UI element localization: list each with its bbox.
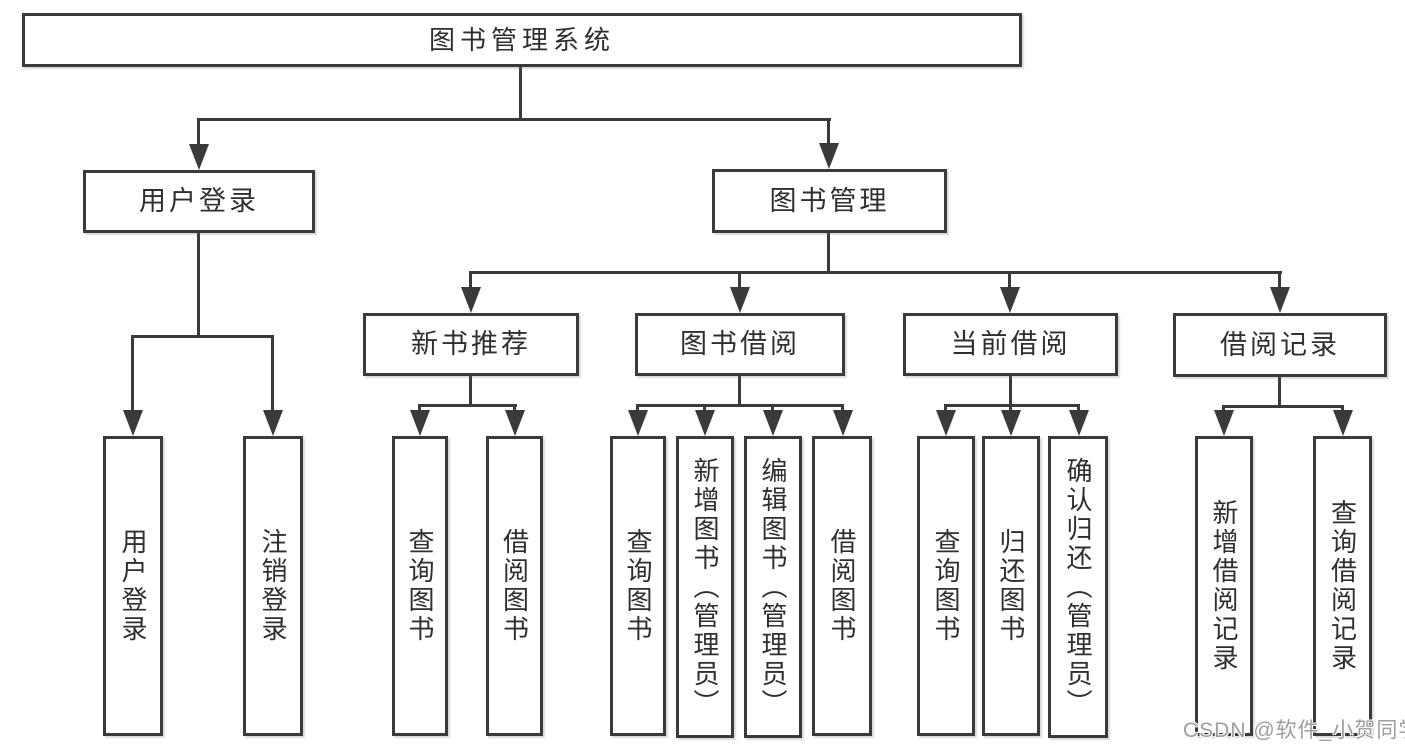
leaf-logout: 注销登录 xyxy=(243,436,303,736)
connector-line xyxy=(827,118,830,145)
leaf-label: 新增图书（管理员） xyxy=(690,456,720,718)
node-label: 图书管理系统 xyxy=(428,25,615,55)
connector-line xyxy=(841,404,844,414)
arrowhead-down-icon xyxy=(1214,410,1234,436)
leaf-borrow-books: 借阅图书 xyxy=(812,436,872,736)
leaf-label: 用户登录 xyxy=(118,528,148,644)
arrowhead-down-icon xyxy=(1069,410,1089,436)
node-label: 用户登录 xyxy=(139,186,259,216)
node-new-book-recommend: 新书推荐 xyxy=(363,313,579,376)
connector-line xyxy=(636,404,844,407)
connector-line xyxy=(271,335,274,412)
connector-line xyxy=(197,118,200,146)
leaf-label: 归还图书 xyxy=(996,528,1026,644)
leaf-label: 查询图书 xyxy=(623,528,653,644)
node-user-login: 用户登录 xyxy=(83,170,315,233)
connector-line xyxy=(519,67,522,118)
connector-line xyxy=(944,404,1080,407)
leaf-query-books-borrowing: 查询图书 xyxy=(610,436,666,736)
connector-line xyxy=(703,404,706,414)
leaf-edit-books-admin: 编辑图书（管理员） xyxy=(744,436,802,738)
leaf-label: 查询图书 xyxy=(931,528,961,644)
connector-line xyxy=(469,271,472,289)
connector-line xyxy=(1009,404,1012,414)
connector-line xyxy=(197,118,831,121)
arrowhead-down-icon xyxy=(410,410,430,436)
node-label: 新书推荐 xyxy=(411,329,531,359)
arrowhead-down-icon xyxy=(730,287,750,313)
leaf-label: 确认归还（管理员） xyxy=(1063,456,1093,718)
node-label: 当前借阅 xyxy=(950,329,1071,359)
leaf-add-borrow-record: 新增借阅记录 xyxy=(1195,436,1253,736)
arrowhead-down-icon xyxy=(505,410,525,436)
leaf-return-books: 归还图书 xyxy=(982,436,1040,736)
node-borrowing-records: 借阅记录 xyxy=(1173,313,1387,377)
connector-line xyxy=(513,404,516,414)
leaf-label: 查询借阅记录 xyxy=(1327,499,1358,673)
connector-line xyxy=(944,404,947,414)
leaf-label: 编辑图书（管理员） xyxy=(758,456,788,718)
connector-line xyxy=(636,404,639,414)
connector-line xyxy=(418,404,421,414)
leaf-label: 借阅图书 xyxy=(499,528,530,644)
node-current-borrowing: 当前借阅 xyxy=(903,313,1118,376)
node-label: 图书管理 xyxy=(769,185,890,216)
connector-line xyxy=(1077,404,1080,414)
connector-line xyxy=(1222,405,1225,414)
arrowhead-down-icon xyxy=(763,410,783,436)
connector-line xyxy=(1009,376,1012,407)
leaf-borrow-books-recommend: 借阅图书 xyxy=(486,436,543,736)
connector-line xyxy=(131,335,134,412)
arrowhead-down-icon xyxy=(1001,410,1021,436)
leaf-user-login: 用户登录 xyxy=(103,436,163,736)
connector-line xyxy=(469,271,1282,274)
connector-line xyxy=(738,376,741,407)
connector-line xyxy=(1341,405,1344,414)
leaf-label: 借阅图书 xyxy=(827,528,857,644)
csdn-watermark: CSDN @软件_小贺同学 xyxy=(1183,719,1405,742)
arrowhead-down-icon xyxy=(1270,287,1290,313)
arrowhead-down-icon xyxy=(1333,410,1353,436)
leaf-query-books-current: 查询图书 xyxy=(917,436,975,736)
leaf-confirm-return-admin: 确认归还（管理员） xyxy=(1048,436,1108,738)
arrowhead-down-icon xyxy=(189,144,209,170)
node-book-management: 图书管理 xyxy=(712,169,947,233)
connector-line xyxy=(1278,271,1281,289)
connector-line xyxy=(827,233,830,274)
connector-line xyxy=(197,233,200,338)
node-book-borrowing: 图书借阅 xyxy=(635,313,845,376)
node-label: 图书借阅 xyxy=(680,329,800,359)
arrowhead-down-icon xyxy=(936,410,956,436)
leaf-add-books-admin: 新增图书（管理员） xyxy=(676,436,734,738)
connector-line xyxy=(469,376,472,407)
connector-line xyxy=(1008,271,1011,289)
connector-line xyxy=(771,404,774,414)
node-library-management-system: 图书管理系统 xyxy=(22,13,1022,67)
connector-line xyxy=(418,404,517,407)
arrowhead-down-icon xyxy=(819,143,839,169)
leaf-label: 注销登录 xyxy=(258,528,288,644)
leaf-label: 查询图书 xyxy=(405,528,435,644)
leaf-query-borrow-record: 查询借阅记录 xyxy=(1313,436,1372,736)
connector-line xyxy=(1222,405,1344,408)
arrowhead-down-icon xyxy=(833,410,853,436)
arrowhead-down-icon xyxy=(123,410,143,436)
arrowhead-down-icon xyxy=(461,287,481,313)
arrowhead-down-icon xyxy=(695,410,715,436)
connector-line xyxy=(738,271,741,289)
arrowhead-down-icon xyxy=(263,410,283,436)
connector-line xyxy=(1278,377,1281,408)
leaf-query-books-recommend: 查询图书 xyxy=(392,436,448,736)
arrowhead-down-icon xyxy=(628,410,648,436)
node-label: 借阅记录 xyxy=(1220,329,1340,360)
arrowhead-down-icon xyxy=(1000,287,1020,313)
connector-line xyxy=(132,335,274,338)
leaf-label: 新增借阅记录 xyxy=(1209,499,1239,673)
